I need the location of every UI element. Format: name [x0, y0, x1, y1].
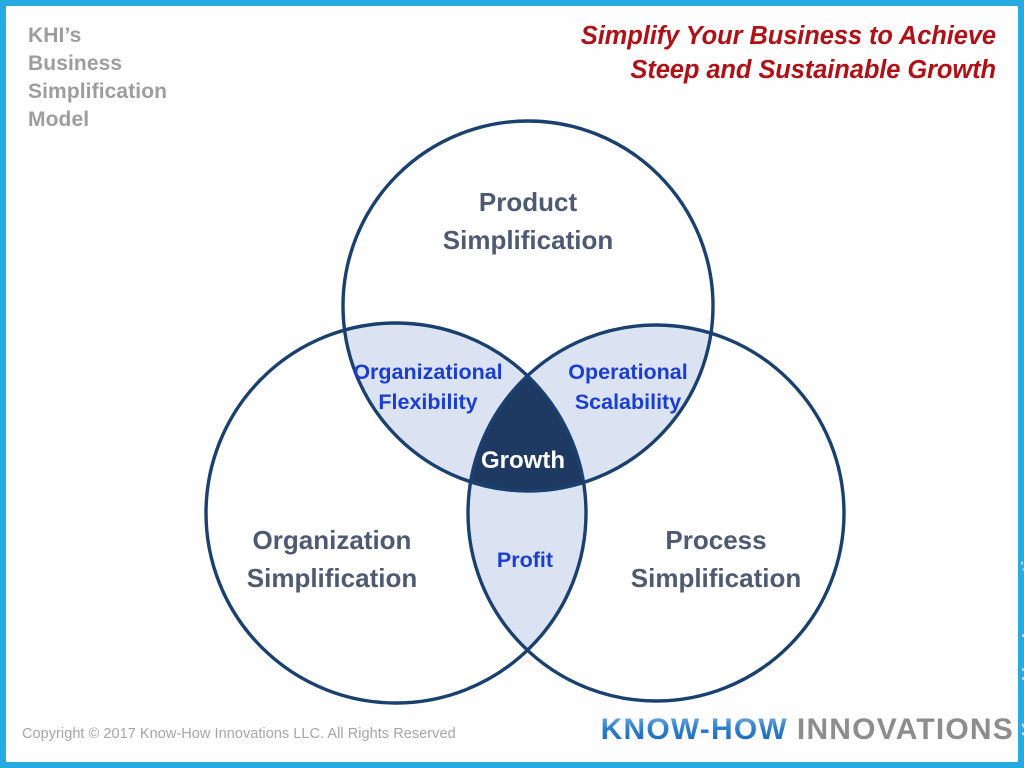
venn-intersection-labels: Organizational Flexibility Operational S… [353, 360, 687, 572]
label-operational-scalability-line2: Scalability [575, 390, 681, 414]
lens-product-organization [343, 323, 586, 491]
logo-know-how: KNOW-HOW [600, 713, 788, 746]
logo-innovations: INNOVATIONS [796, 713, 1014, 746]
label-organizational-flexibility-line1: Organizational [353, 360, 502, 384]
venn-diagram: Product Simplification Organization Simp… [204, 119, 846, 705]
label-product-line1: Product [479, 187, 578, 217]
label-product-line2: Simplification [443, 225, 613, 255]
label-growth: Growth [481, 447, 565, 474]
headline: Simplify Your Business to Achieve Steep … [376, 20, 996, 87]
site-url-watermark: KnowHowInnovations.com [1019, 477, 1024, 738]
circle-process-outline [466, 323, 846, 703]
circle-product-outline [341, 119, 715, 493]
venn-circle-outlines [204, 119, 846, 705]
label-operational-scalability-line1: Operational [568, 360, 687, 384]
headline-line-2: Steep and Sustainable Growth [630, 55, 996, 84]
model-title: KHI’s Business Simplification Model [28, 24, 168, 131]
label-profit: Profit [497, 548, 553, 572]
headline-line-1: Simplify Your Business to Achieve [580, 22, 996, 50]
label-organization-line2: Simplification [247, 563, 417, 593]
label-organizational-flexibility-line2: Flexibility [378, 390, 477, 414]
circle-organization-outline [204, 321, 588, 705]
label-organization-line1: Organization [253, 525, 412, 555]
label-process-line1: Process [665, 525, 766, 555]
copyright-notice: Copyright © 2017 Know-How Innovations LL… [22, 726, 456, 742]
label-process-line2: Simplification [631, 563, 801, 593]
venn-circle-labels: Product Simplification Organization Simp… [247, 187, 801, 593]
